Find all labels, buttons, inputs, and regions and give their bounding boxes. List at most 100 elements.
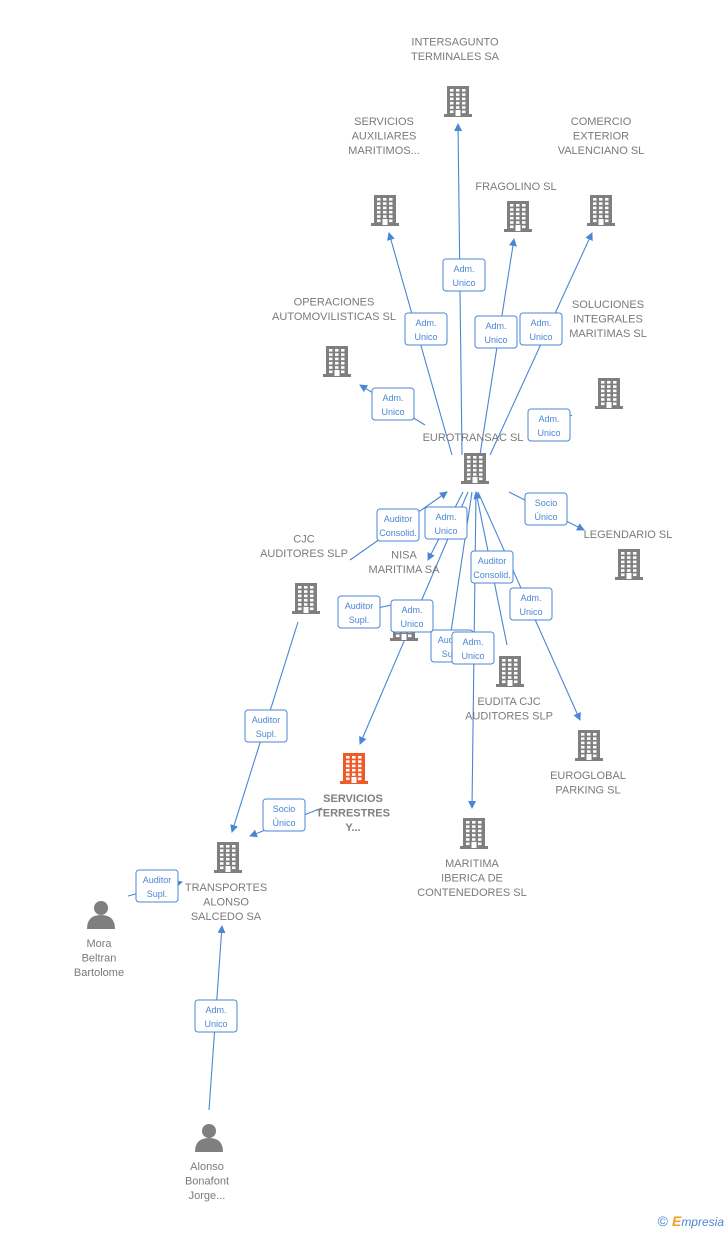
building-icon bbox=[292, 583, 320, 614]
building-icon bbox=[444, 86, 472, 117]
building-icon bbox=[323, 346, 351, 377]
relation-label-text: Único bbox=[272, 818, 295, 828]
relation-label[interactable]: Adm. Unico bbox=[404, 312, 448, 346]
company-node-fragolino[interactable]: FRAGOLINO SL bbox=[475, 181, 557, 232]
relation-label-text: Unico bbox=[519, 607, 542, 617]
relation-label[interactable]: Adm. Unico bbox=[442, 258, 486, 292]
company-node-eurotransac[interactable]: EUROTRANSAC SL bbox=[423, 432, 524, 484]
person-icon bbox=[195, 1124, 223, 1152]
brand-logo-text: mpresia bbox=[681, 1215, 724, 1229]
node-label: NISA bbox=[391, 550, 417, 562]
relation-label[interactable]: Adm.Unico bbox=[451, 631, 495, 665]
company-node-servicios-terr[interactable]: SERVICIOSTERRESTRESY... bbox=[316, 753, 390, 834]
relation-label-text: Unico bbox=[414, 332, 437, 342]
relation-edge bbox=[446, 491, 473, 646]
building-icon bbox=[575, 730, 603, 761]
node-label: EUROGLOBAL bbox=[550, 770, 626, 782]
relation-label-text: Auditor bbox=[252, 715, 281, 725]
building-icon bbox=[340, 753, 368, 784]
relation-label-text: Adm. bbox=[205, 1005, 226, 1015]
brand-logo-initial: E bbox=[671, 1213, 682, 1229]
building-icon bbox=[460, 818, 488, 849]
node-label: MARITIMA SA bbox=[369, 564, 441, 576]
node-label: INTERSAGUNTO bbox=[411, 37, 499, 49]
relation-label-text: Auditor bbox=[478, 556, 507, 566]
relation-label-text: Auditor bbox=[143, 875, 172, 885]
relation-label-text: Adm. bbox=[538, 414, 559, 424]
relation-label[interactable]: Adm. Unico bbox=[509, 587, 553, 621]
node-label: AUXILIARES bbox=[352, 131, 417, 143]
node-label: MARITIMOS... bbox=[348, 145, 420, 157]
node-label: TRANSPORTES bbox=[185, 882, 267, 894]
relation-label[interactable]: Adm. Unico bbox=[371, 387, 415, 421]
node-label: Beltran bbox=[82, 953, 117, 965]
node-label: Bartolome bbox=[74, 967, 124, 979]
node-label: SERVICIOS bbox=[323, 793, 383, 805]
relation-label[interactable]: Adm. Unico bbox=[527, 408, 571, 442]
building-icon bbox=[504, 201, 532, 232]
company-node-servicios-aux[interactable]: SERVICIOSAUXILIARESMARITIMOS... bbox=[348, 116, 420, 226]
relation-label-text: Adm. bbox=[382, 393, 403, 403]
relation-label-text: Auditor bbox=[345, 601, 374, 611]
node-label: Bonafont bbox=[185, 1176, 229, 1188]
relation-label-text: Unico bbox=[537, 428, 560, 438]
building-icon bbox=[214, 842, 242, 873]
relation-label-text: Adm. bbox=[453, 264, 474, 274]
node-label: CONTENEDORES SL bbox=[417, 887, 526, 899]
company-node-legendario[interactable]: LEGENDARIO SL bbox=[584, 529, 673, 580]
relation-label-text: Adm. bbox=[415, 318, 436, 328]
person-node-alonso[interactable]: AlonsoBonafontJorge... bbox=[185, 1124, 229, 1202]
company-node-eudita[interactable]: EUDITA CJC AUDITORES SLP bbox=[465, 656, 553, 723]
relation-label-text: Auditor bbox=[384, 514, 413, 524]
node-label: INTEGRALES bbox=[573, 314, 643, 326]
relation-label-text: Adm. bbox=[530, 318, 551, 328]
node-label: TERRESTRES bbox=[316, 808, 390, 820]
relation-label[interactable]: Adm.Unico bbox=[390, 599, 434, 633]
node-label: EXTERIOR bbox=[573, 131, 629, 143]
relation-label-text: Unico bbox=[381, 407, 404, 417]
copyright-symbol: © bbox=[657, 1213, 668, 1229]
relation-label-text: Supl. bbox=[147, 889, 168, 899]
node-label: AUDITORES SLP bbox=[260, 548, 348, 560]
node-label: FRAGOLINO SL bbox=[475, 181, 556, 193]
relation-label-text: Unico bbox=[434, 526, 457, 536]
relation-label-text: Socio bbox=[535, 498, 558, 508]
relation-label-text: Unico bbox=[400, 619, 423, 629]
relation-label-text: Adm. bbox=[485, 321, 506, 331]
relation-label[interactable]: Adm. Unico bbox=[424, 506, 468, 540]
node-label: ALONSO bbox=[203, 897, 249, 909]
relation-label-text: Adm. bbox=[462, 637, 483, 647]
relation-label[interactable]: Adm.Unico bbox=[474, 315, 518, 349]
relation-label[interactable]: Adm.Unico bbox=[519, 312, 563, 346]
relation-label-text: Adm. bbox=[520, 593, 541, 603]
relation-label-text: Consolid. bbox=[473, 570, 511, 580]
relation-label-text: Adm. bbox=[435, 512, 456, 522]
node-label: MARITIMA bbox=[445, 858, 499, 870]
node-label: EUDITA CJC bbox=[477, 696, 540, 708]
building-icon bbox=[371, 195, 399, 226]
relation-label-text: Unico bbox=[452, 278, 475, 288]
relation-label[interactable]: Adm. Unico bbox=[194, 999, 238, 1033]
relation-label-text: Unico bbox=[204, 1019, 227, 1029]
node-label: SOLUCIONES bbox=[572, 299, 644, 311]
node-label: Alonso bbox=[190, 1161, 224, 1173]
node-label: VALENCIANO SL bbox=[558, 145, 645, 157]
node-label: AUDITORES SLP bbox=[465, 711, 553, 723]
node-label: Mora bbox=[86, 938, 112, 950]
